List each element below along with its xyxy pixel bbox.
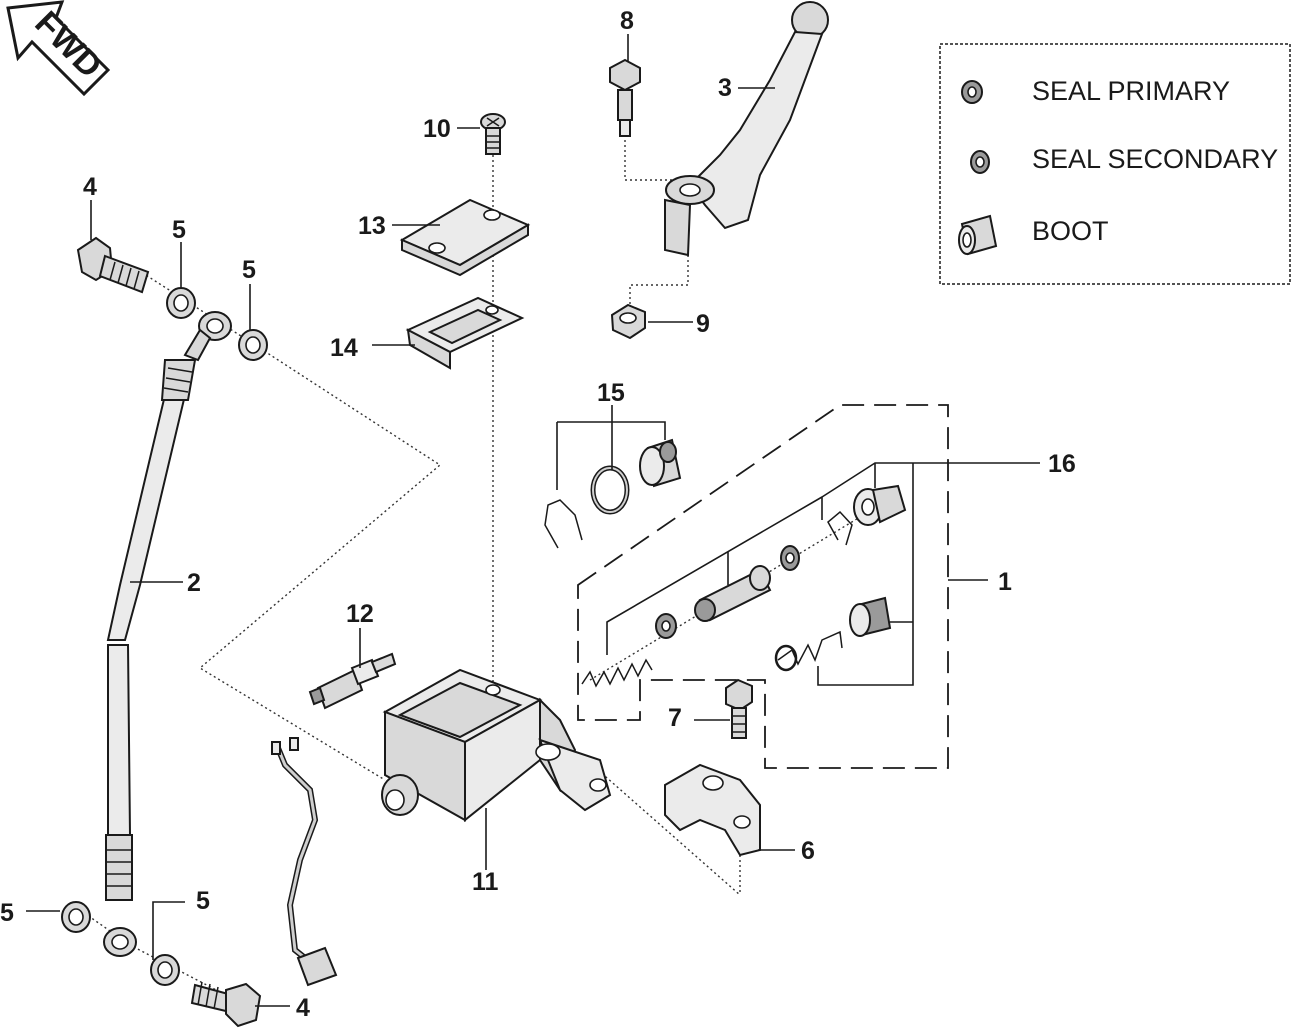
clamp-bolt [725, 678, 753, 739]
callout-2: 2 [187, 569, 201, 597]
cover-screw [480, 113, 506, 155]
callout-5-d: 5 [196, 887, 210, 915]
brake-light-switch [308, 652, 397, 710]
fwd-arrow-icon: FWD [6, 0, 111, 97]
callout-4-top: 4 [83, 173, 97, 201]
callout-16: 16 [1048, 450, 1076, 478]
kit-boundary [577, 404, 949, 769]
callout-5-a: 5 [172, 216, 186, 244]
washer-top-left [166, 287, 196, 319]
legend-item-boot: BOOT [1032, 216, 1109, 246]
washer-top-right [238, 329, 268, 361]
o-ring [590, 465, 630, 515]
kit-boot [853, 484, 907, 526]
kit-valve-boot [849, 596, 892, 637]
callout-1: 1 [998, 568, 1012, 596]
callout-9: 9 [696, 310, 710, 338]
washer-bottom-right [150, 954, 180, 986]
banjo-fitting-top [183, 311, 232, 362]
banjo-fitting-bottom [103, 927, 137, 957]
clutch-lever [664, 1, 829, 257]
switch-wire-harness [271, 737, 338, 987]
banjo-bolt-top [76, 236, 150, 294]
boot-icon [958, 214, 998, 256]
kit-seal-secondary [780, 545, 800, 571]
kit-seal-primary [655, 613, 677, 639]
callout-15: 15 [597, 379, 625, 407]
callout-6: 6 [801, 837, 815, 865]
callout-4-bottom: 4 [296, 994, 310, 1022]
callout-13: 13 [358, 212, 386, 240]
callout-12: 12 [346, 600, 374, 628]
legend-item-seal-secondary: SEAL SECONDARY [1032, 144, 1278, 174]
leader-lines [26, 34, 1040, 1007]
callout-5-b: 5 [242, 256, 256, 284]
handlebar-clamp [664, 763, 761, 857]
retaining-clip [544, 499, 583, 549]
reservoir-diaphragm [405, 296, 525, 370]
seal-primary-icon [961, 80, 983, 104]
callout-3: 3 [718, 74, 732, 102]
washer-bottom-left [61, 901, 91, 933]
callout-8: 8 [620, 7, 634, 35]
banjo-bolt-bottom [190, 981, 262, 1028]
callouts: 1 2 3 4 4 5 5 5 5 6 7 8 9 10 11 12 13 14… [0, 7, 1076, 1022]
lever-nut [610, 303, 646, 340]
callout-5-c: 5 [0, 899, 14, 927]
callout-7: 7 [668, 704, 682, 732]
kit-valve-spring [774, 630, 843, 672]
kit-snap-ring [827, 510, 853, 546]
callout-11: 11 [472, 868, 499, 896]
callout-14: 14 [330, 334, 358, 362]
kit-spring [581, 658, 653, 688]
lever-pivot-screw [609, 58, 641, 137]
callout-10: 10 [423, 115, 451, 143]
brake-hose [105, 359, 197, 901]
seal-secondary-icon [970, 150, 990, 174]
legend-item-seal-primary: SEAL PRIMARY [1032, 76, 1230, 106]
bushing [639, 438, 682, 488]
kit-piston [694, 565, 772, 622]
legend: SEAL PRIMARY SEAL SECONDARY BOOT [939, 43, 1291, 285]
reservoir-cover [399, 198, 531, 277]
master-cylinder-body [381, 668, 612, 823]
